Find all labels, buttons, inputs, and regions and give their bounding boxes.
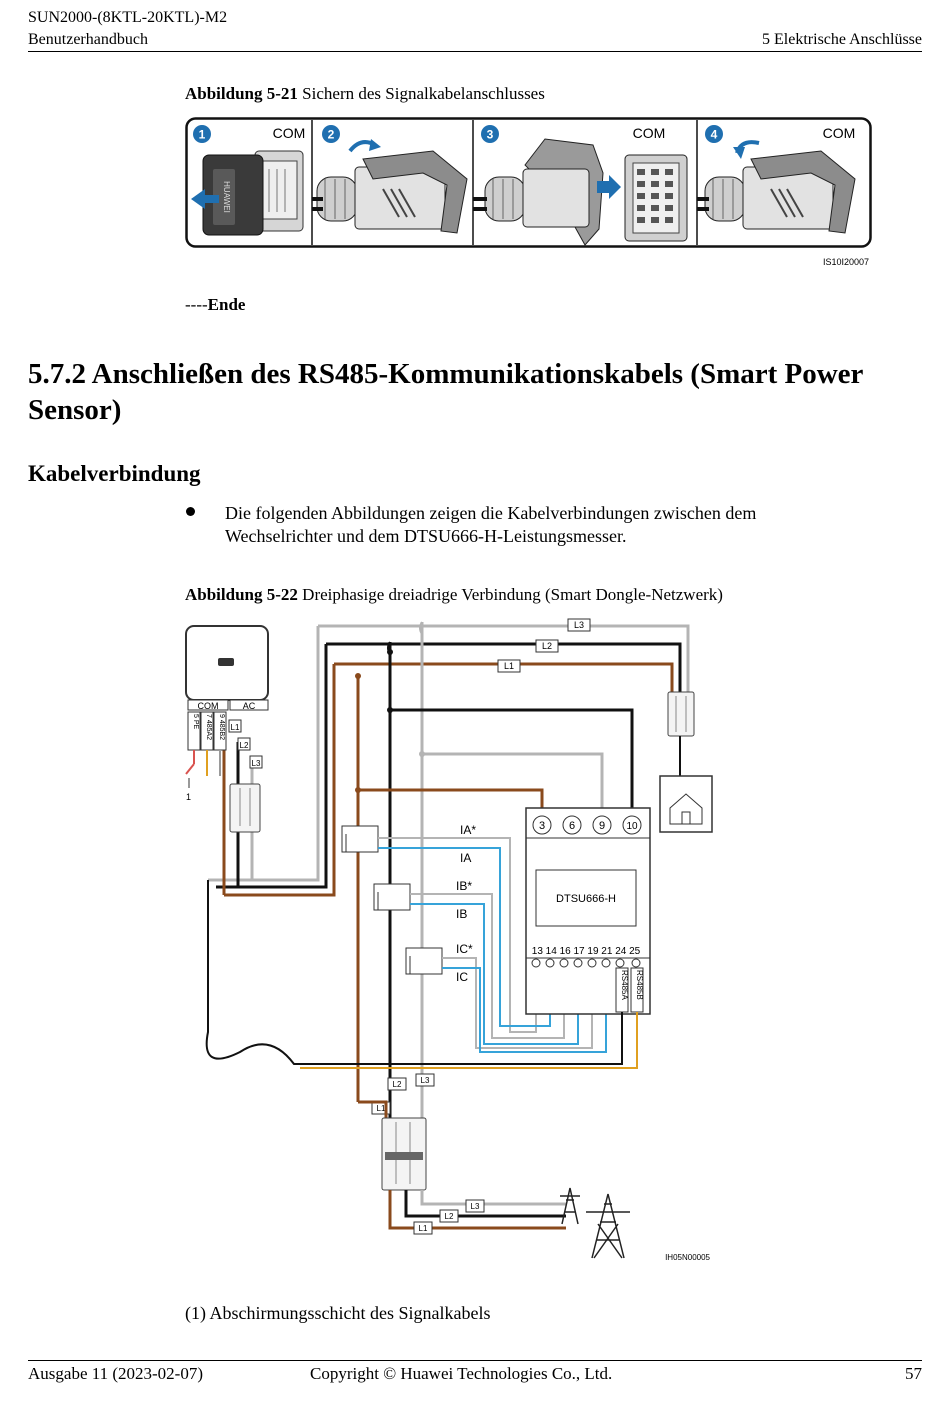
end-marker: ----Ende xyxy=(185,295,245,315)
header-doc-type: Benutzerhandbuch xyxy=(28,31,148,48)
meter-bottom-terminals: 13 14 16 17 19 21 24 25 xyxy=(532,946,641,957)
footer-rule xyxy=(28,1360,922,1361)
ct-label-ia: IA xyxy=(460,851,471,865)
bullet-text: Die folgenden Abbildungen zeigen die Kab… xyxy=(225,503,757,546)
step-3-number: 3 xyxy=(487,128,494,142)
com-pin-485b2: 9 485B2 xyxy=(218,714,225,740)
figure2-caption-text: Dreiphasige dreiadrige Verbindung (Smart… xyxy=(297,585,723,604)
ct-sensor-a xyxy=(341,825,379,853)
header-chapter: 5 Elektrische Anschlüsse xyxy=(762,31,922,48)
step-1-number: 1 xyxy=(199,128,206,142)
arrow-right-icon xyxy=(597,175,621,199)
step-4-badge xyxy=(705,125,723,143)
step-3-badge xyxy=(481,125,499,143)
step-2-badge xyxy=(322,125,340,143)
step-2-number: 2 xyxy=(328,128,335,142)
com-pin-pe: 5 PE xyxy=(192,714,199,730)
ct-label-ib: IB xyxy=(456,907,467,921)
com-pin-485a2: 7 485A2 xyxy=(205,714,212,740)
step-4-number: 4 xyxy=(711,128,718,142)
figure1-caption-label: Abbildung 5-21 xyxy=(185,84,298,103)
step-1-com-label: COM xyxy=(273,125,306,141)
figure2-code: IH05N00005 xyxy=(665,1253,710,1262)
bus-phase-l3: L3 xyxy=(421,1076,430,1085)
figure2-caption-label: Abbildung 5-22 xyxy=(185,585,298,604)
footer-copyright: Copyright © Huawei Technologies Co., Ltd… xyxy=(310,1364,613,1383)
step-4-com-label: COM xyxy=(823,125,856,141)
shield-callout: 1 xyxy=(186,792,191,802)
l1-wire xyxy=(224,664,336,897)
section-heading: 5.7.2 Anschließen des RS485-Kommunikatio… xyxy=(28,358,863,426)
header-product: SUN2000-(8KTL-20KTL)-M2 xyxy=(28,9,228,26)
load-breaker xyxy=(667,691,695,737)
bus-phase-l1: L1 xyxy=(377,1104,386,1113)
ct-sensor-b xyxy=(373,883,411,911)
bullet-dot xyxy=(186,507,195,516)
step-3-panel: 3 COM xyxy=(473,125,688,246)
bus-phase-l2: L2 xyxy=(393,1080,402,1089)
end-marker-word: Ende xyxy=(207,295,246,314)
end-marker-dashes: ---- xyxy=(185,295,208,314)
meter-terminal-3: 3 xyxy=(539,820,545,832)
footnote: (1) Abschirmungsschicht des Signalkabels xyxy=(185,1303,491,1323)
figure1-code: IS10I20007 xyxy=(823,257,869,267)
step-1-panel: 1 COM HUAWEI xyxy=(191,125,306,236)
section-subheading: Kabelverbindung xyxy=(28,461,201,486)
grid-pylon-icon xyxy=(560,1187,630,1259)
figure1-caption-text: Sichern des Signalkabelanschlusses xyxy=(297,84,545,103)
inverter-phase-l1: L1 xyxy=(231,723,240,732)
inverter-breaker xyxy=(229,783,261,833)
ct-label-ib-star: IB* xyxy=(456,879,472,893)
inverter-phase-l2: L2 xyxy=(240,741,249,750)
figure2-caption: Abbildung 5-22 Dreiphasige dreiadrige Ve… xyxy=(185,585,723,605)
l3-wire xyxy=(208,626,320,882)
ct-sensor-c xyxy=(405,947,443,975)
meter-terminal-6: 6 xyxy=(569,820,575,832)
grid-phase-l2: L2 xyxy=(445,1212,454,1221)
rs485b-label: RS485B xyxy=(635,970,644,1000)
ct-label-ic-star: IC* xyxy=(456,942,473,956)
inverter-ac-label: AC xyxy=(243,701,256,711)
ct-label-ic: IC xyxy=(456,970,468,984)
top-phase-l2: L2 xyxy=(542,641,552,651)
top-phase-l1: L1 xyxy=(504,661,514,671)
step-1-badge xyxy=(193,125,211,143)
footer-edition: Ausgabe 11 (2023-02-07) xyxy=(28,1364,203,1383)
inverter-led-icon xyxy=(218,658,234,666)
house-icon xyxy=(669,793,703,825)
rs485a-label: RS485A xyxy=(620,970,629,1000)
figure1-illustration: 1 COM HUAWEI 2 3 COM xyxy=(185,117,872,267)
meter-display xyxy=(535,869,637,927)
arrow-left-icon xyxy=(191,189,219,209)
svg-text:HUAWEI: HUAWEI xyxy=(222,181,231,213)
figure2-wiring-diagram: COM AC 5 PE 7 485A2 9 485B2 1 L1 L2 L3 L… xyxy=(185,618,713,1262)
l2-wire xyxy=(216,644,328,889)
top-phase-l3: L3 xyxy=(574,620,584,630)
header-rule xyxy=(28,51,922,52)
figure1-caption: Abbildung 5-21 Sichern des Signalkabelan… xyxy=(185,84,545,104)
meter-name: DTSU666-H xyxy=(556,893,616,905)
grid-phase-l3: L3 xyxy=(471,1202,480,1211)
step-4-panel: 4 COM xyxy=(697,125,856,234)
step-2-panel: 2 xyxy=(312,125,468,234)
grid-phase-l1: L1 xyxy=(419,1224,428,1233)
ct-label-ia-star: IA* xyxy=(460,823,476,837)
step-3-com-label: COM xyxy=(633,125,666,141)
inverter-phase-l3: L3 xyxy=(252,759,261,768)
meter-terminal-10: 10 xyxy=(626,821,638,832)
footer-page-number: 57 xyxy=(905,1364,922,1383)
inverter-com-label: COM xyxy=(198,701,219,711)
meter-terminal-9: 9 xyxy=(599,820,605,832)
